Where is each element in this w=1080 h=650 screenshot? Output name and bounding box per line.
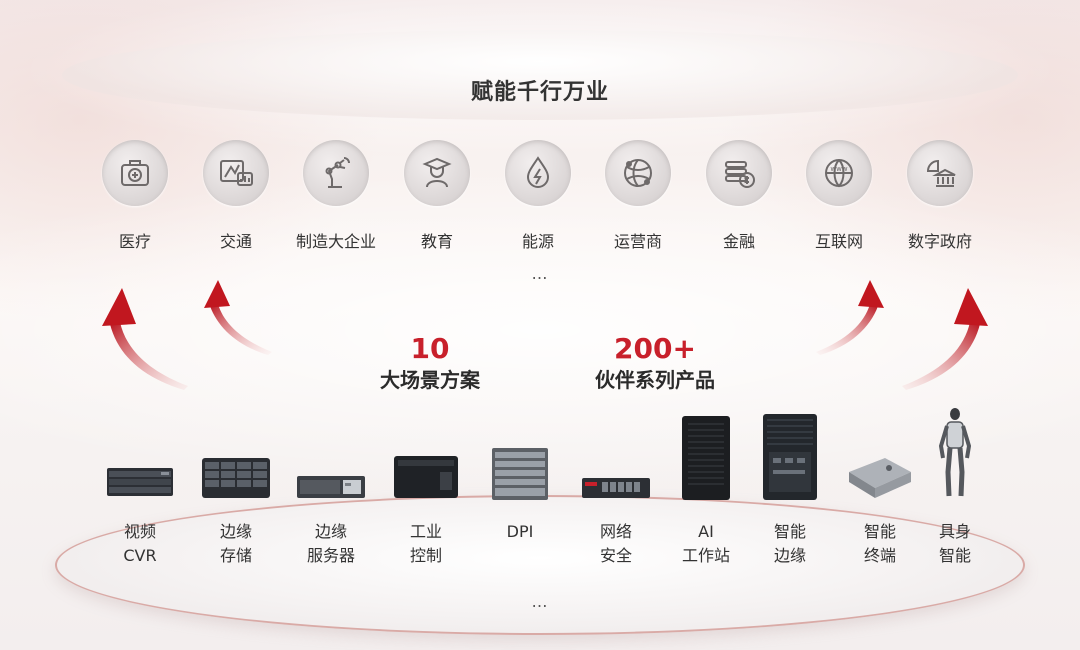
arrow-up-left-small-icon [204,280,272,355]
product-smart-edge: 智能边缘 [740,410,840,570]
robot-arm-icon [303,140,369,206]
industry-traffic: 交通 [181,140,291,252]
product-embodied-ai: 具身智能 [905,408,1005,570]
industry-government: 数字政府 [885,140,995,252]
dpi-chassis-icon [470,410,570,502]
government-icon [907,140,973,206]
industrial-controller-icon [376,410,476,502]
humanoid-robot-icon [905,408,1005,502]
product-label: 网络安全 [599,522,632,565]
cvr-rack-icon [90,410,190,502]
product-edge-server: 边缘服务器 [281,410,381,570]
smart-terminal-icon [830,410,930,502]
product-edge-storage: 边缘存储 [186,410,286,570]
stat-partners-number: 200+ [614,332,696,365]
ai-workstation-icon [656,410,756,502]
stat-partners-text: 伙伴系列产品 [595,368,715,392]
medical-kit-icon [102,140,168,206]
product-label: 具身智能 [938,522,971,565]
product-label: 边缘服务器 [306,522,355,565]
industry-energy: 能源 [483,140,593,252]
product-label: 工业控制 [409,522,442,565]
product-label: 智能终端 [863,522,896,565]
product-industrial-control: 工业控制 [376,410,476,570]
graduate-icon [404,140,470,206]
product-label: 边缘存储 [219,522,252,565]
stat-solutions-text: 大场景方案 [380,368,480,392]
product-smart-terminal: 智能终端 [830,410,930,570]
industry-internet: www 互联网 [784,140,894,252]
edge-server-icon [281,410,381,502]
product-dpi: DPI [470,410,570,570]
coins-icon [706,140,772,206]
energy-drop-icon [505,140,571,206]
svg-text:www: www [830,165,847,173]
product-label: 智能边缘 [773,522,806,565]
globe-network-icon [605,140,671,206]
page-title: 赋能千行万业 [470,80,609,105]
network-security-icon [566,410,666,502]
industry-education: 教育 [382,140,492,252]
stat-partners: 200+ 伙伴系列产品 [570,332,740,394]
edge-box-icon [740,410,840,502]
industry-carrier: 运营商 [583,140,693,252]
product-label: DPI [506,522,534,541]
industry-finance: 金融 [684,140,794,252]
www-icon: www [806,140,872,206]
arrow-up-right-small-icon [816,280,884,355]
stat-solutions: 10 大场景方案 [350,332,510,394]
arrow-up-left-icon [102,288,188,390]
industry-manufacturing: 制造大企业 [281,140,391,252]
product-network-security: 网络安全 [566,410,666,570]
industries-more: … [531,264,549,283]
industry-medical: 医疗 [80,140,190,252]
stat-solutions-number: 10 [410,332,450,365]
arrow-up-right-icon [902,288,988,390]
products-more: … [531,592,549,611]
traffic-icon [203,140,269,206]
top-halo [62,30,1018,120]
storage-server-icon [186,410,286,502]
bottom-platform [55,495,1025,635]
